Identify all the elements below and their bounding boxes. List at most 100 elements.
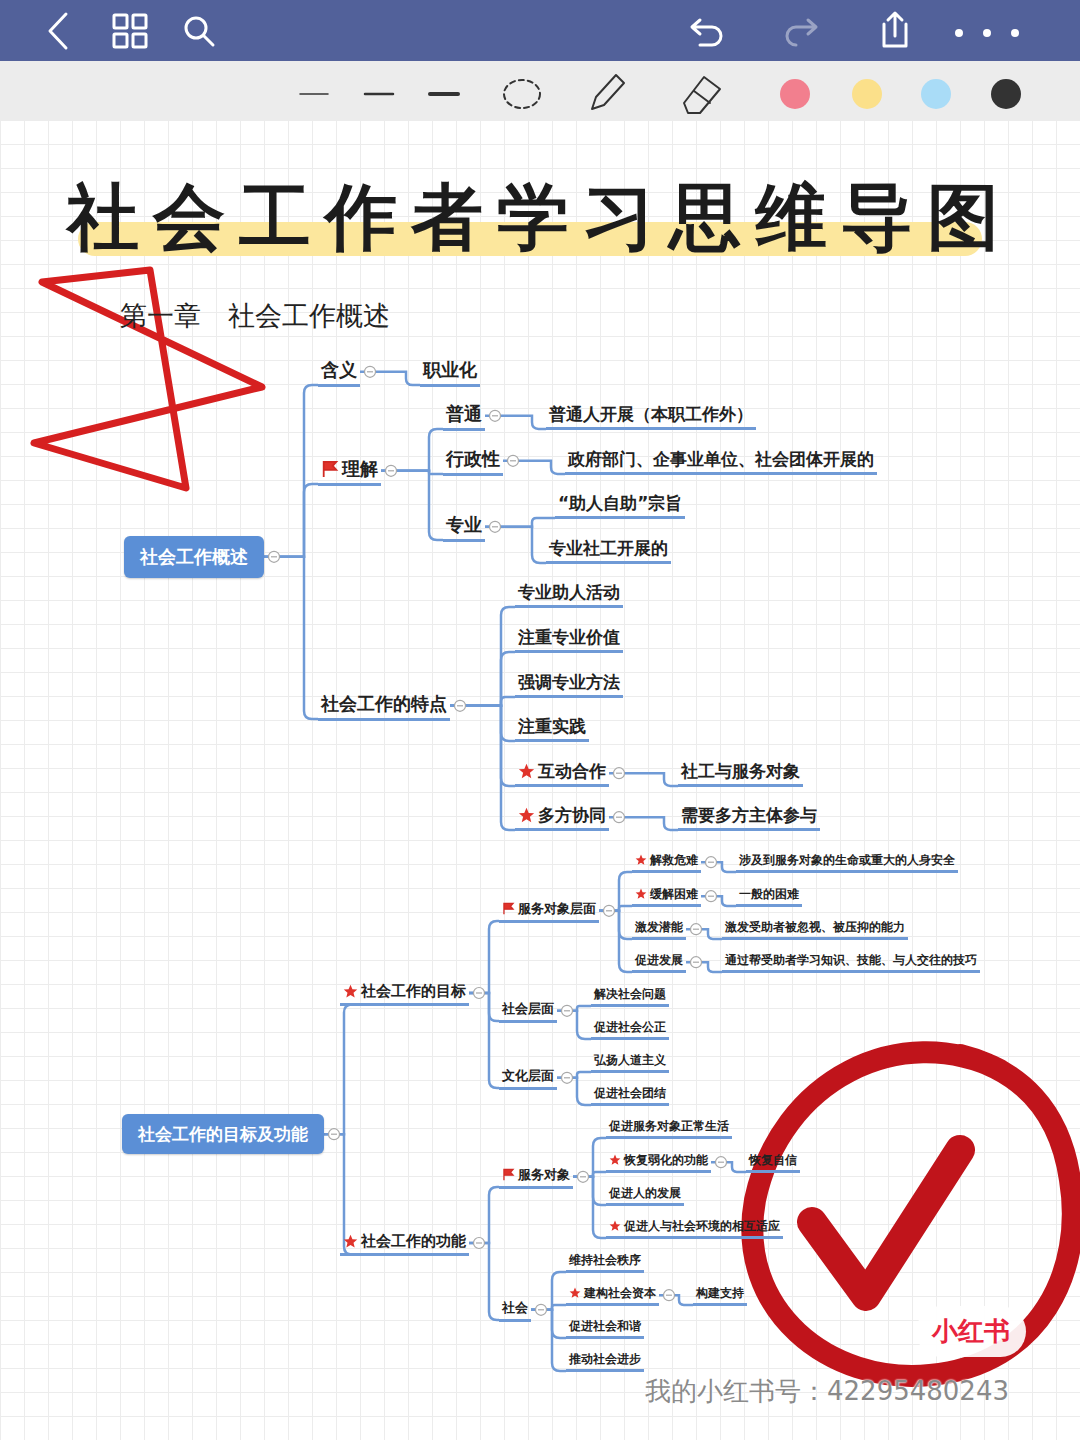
topic-text: 缓解困难 bbox=[650, 887, 698, 901]
topic: 激发受助者被忽视、被压抑的能力 bbox=[722, 918, 908, 940]
branch-line bbox=[324, 1005, 352, 1135]
branch-line bbox=[531, 1272, 566, 1310]
branch-line bbox=[531, 1310, 566, 1371]
topic: 通过帮受助者学习知识、技能、与人交往的技巧 bbox=[722, 951, 980, 973]
branch-line bbox=[469, 993, 499, 1088]
topic-text: 社会工作的目标 bbox=[361, 982, 466, 1000]
branch-line bbox=[599, 911, 632, 939]
page-title: 社会工作者学习思维导图 bbox=[0, 170, 1080, 266]
topic-text: 一般的困难 bbox=[739, 887, 799, 901]
topic: 建构社会资本 bbox=[566, 1284, 659, 1306]
topic: 构建支持 bbox=[693, 1284, 747, 1306]
branch-line bbox=[469, 1187, 499, 1243]
topic: 注重实践 bbox=[515, 714, 589, 742]
topic-text: 维持社会秩序 bbox=[569, 1253, 641, 1267]
topic-text: 注重实践 bbox=[518, 716, 586, 736]
topic: 强调专业方法 bbox=[515, 670, 623, 698]
topic-text: 专业社工开展的 bbox=[549, 538, 668, 558]
topic-text: 注重专业价值 bbox=[518, 627, 620, 647]
topic: 政府部门、企事业单位、社会团体开展的 bbox=[565, 447, 877, 475]
branch-line bbox=[469, 921, 499, 993]
topic-text: 专业 bbox=[446, 514, 482, 536]
root-topic: 社会工作的目标及功能 bbox=[122, 1114, 324, 1154]
topic-text: 服务对象 bbox=[518, 1167, 570, 1183]
topic: 解救危难 bbox=[632, 851, 701, 873]
topic: 促进发展 bbox=[632, 951, 686, 973]
topic-text: 促进发展 bbox=[635, 953, 683, 967]
topic: 涉及到服务对象的生命或重大的人身安全 bbox=[736, 851, 958, 873]
topic: 促进人与社会环境的相互适应 bbox=[606, 1217, 783, 1239]
watermark-id: 我的小红书号：42295480243 bbox=[645, 1374, 1009, 1409]
branch-line bbox=[599, 911, 632, 972]
topic: 弘扬人道主义 bbox=[591, 1051, 669, 1073]
topic: 促进社会公正 bbox=[591, 1018, 669, 1040]
collapse-toggle bbox=[578, 1171, 589, 1182]
topic-text: 解救危难 bbox=[650, 853, 698, 867]
branch-line bbox=[573, 1177, 606, 1238]
topic-text: 涉及到服务对象的生命或重大的人身安全 bbox=[739, 853, 955, 867]
topic: 普通人开展（本职工作外） bbox=[546, 402, 756, 430]
collapse-toggle bbox=[490, 521, 501, 532]
branch-line bbox=[599, 872, 632, 911]
collapse-toggle bbox=[706, 891, 717, 902]
topic: 文化层面 bbox=[499, 1066, 557, 1090]
topic-text: 社会工作概述 bbox=[140, 546, 248, 568]
topic-text: 促进社会团结 bbox=[594, 1086, 666, 1100]
star-icon bbox=[635, 854, 647, 866]
topic: 多方协同 bbox=[515, 803, 609, 831]
flag-icon bbox=[502, 1168, 515, 1181]
flag-icon bbox=[502, 902, 515, 915]
collapse-toggle bbox=[474, 988, 485, 999]
pen-tools bbox=[0, 61, 1080, 121]
branch-line bbox=[531, 1310, 566, 1338]
topic: 社会工作的功能 bbox=[340, 1230, 469, 1256]
topic-text: 弘扬人道主义 bbox=[594, 1053, 666, 1067]
topic-text: 恢复自信 bbox=[749, 1153, 797, 1167]
branch-line bbox=[573, 1138, 606, 1177]
collapse-toggle bbox=[706, 857, 717, 868]
collapse-toggle bbox=[604, 905, 615, 916]
topic-text: 建构社会资本 bbox=[584, 1286, 656, 1300]
topic: 职业化 bbox=[420, 357, 480, 387]
topic: 恢复自信 bbox=[746, 1151, 800, 1173]
star-icon bbox=[343, 984, 358, 999]
collapse-toggle bbox=[614, 768, 625, 779]
star-icon bbox=[609, 1220, 621, 1232]
collapse-toggle bbox=[664, 1290, 675, 1301]
topic: 一般的困难 bbox=[736, 885, 802, 907]
topic: 注重专业价值 bbox=[515, 625, 623, 653]
branch-line bbox=[469, 993, 499, 1021]
branch-line bbox=[324, 1134, 352, 1254]
topic: 促进服务对象正常生活 bbox=[606, 1117, 732, 1139]
topic: 解决社会问题 bbox=[591, 985, 669, 1007]
topic-text: 职业化 bbox=[423, 359, 477, 381]
topic-text: 普通人开展（本职工作外） bbox=[549, 404, 753, 424]
topic-text: 促进服务对象正常生活 bbox=[609, 1119, 729, 1133]
branch-line bbox=[450, 706, 515, 786]
topic: 服务对象 bbox=[499, 1165, 573, 1189]
topic-text: 促进社会公正 bbox=[594, 1020, 666, 1034]
root-topic: 社会工作概述 bbox=[124, 536, 264, 578]
collapse-toggle bbox=[365, 366, 376, 377]
topic-text: 服务对象层面 bbox=[518, 901, 596, 917]
topic: 社会工作的目标 bbox=[340, 980, 469, 1006]
topic-text: 社会工作的目标及功能 bbox=[138, 1124, 308, 1144]
branch-line bbox=[264, 484, 318, 557]
topic-text: 含义 bbox=[321, 359, 357, 381]
topic-text: 促进人的发展 bbox=[609, 1186, 681, 1200]
collapse-toggle bbox=[329, 1129, 340, 1140]
collapse-toggle bbox=[716, 1157, 727, 1168]
topic: 促进社会和谐 bbox=[566, 1317, 644, 1339]
topic: 激发潜能 bbox=[632, 918, 686, 940]
branch-line bbox=[264, 385, 318, 557]
collapse-toggle bbox=[455, 700, 466, 711]
star-icon bbox=[609, 1154, 621, 1166]
topic: 互动合作 bbox=[515, 759, 609, 787]
collapse-toggle bbox=[474, 1238, 485, 1249]
topic-text: 社会层面 bbox=[502, 1001, 554, 1017]
topic-text: 促进人与社会环境的相互适应 bbox=[624, 1219, 780, 1233]
topic-text: 文化层面 bbox=[502, 1068, 554, 1084]
branch-line bbox=[450, 652, 515, 706]
topic: 社会层面 bbox=[499, 999, 557, 1023]
